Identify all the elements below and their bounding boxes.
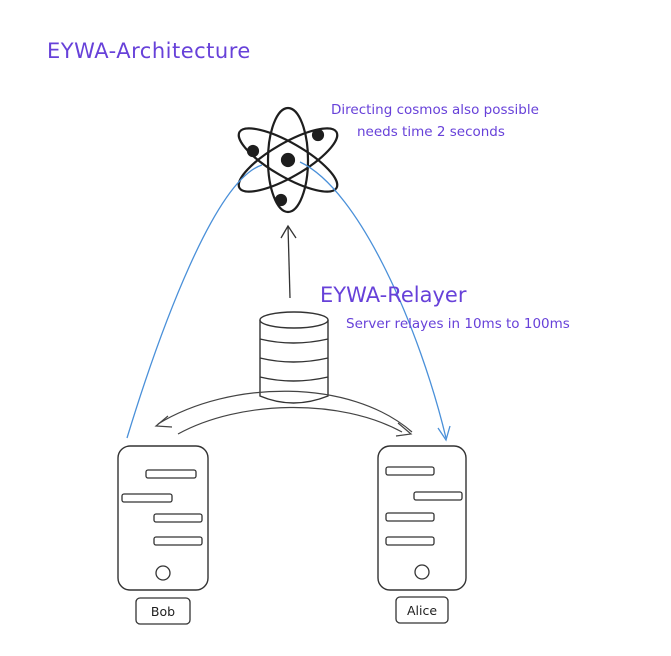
phone-right (377, 445, 467, 591)
cosmos-atom-icon (237, 106, 339, 214)
bob-label: Bob (151, 604, 175, 619)
phone-left (117, 445, 209, 591)
chat-bubbles (385, 466, 463, 546)
diagram-title: EYWA-Architecture (47, 39, 251, 63)
cosmos-note-line1: Directing cosmos also possible (331, 102, 539, 118)
alice-label: Alice (407, 603, 437, 618)
blue-connection-lines (126, 161, 451, 442)
relayer-to-cosmos-arrow (280, 224, 297, 299)
relayer-distribution-arrows (154, 390, 413, 437)
home-button-icon (414, 564, 430, 580)
relayer-label: EYWA-Relayer (320, 283, 467, 307)
cosmos-note-line2: needs time 2 seconds (357, 124, 505, 140)
home-button-icon (155, 565, 171, 581)
relayer-note: Server relayes in 10ms to 100ms (346, 316, 570, 332)
alice-label-box: Alice (395, 596, 449, 624)
chat-bubbles (121, 469, 203, 546)
bob-label-box: Bob (135, 597, 191, 625)
database-cylinder-icon (259, 311, 329, 404)
